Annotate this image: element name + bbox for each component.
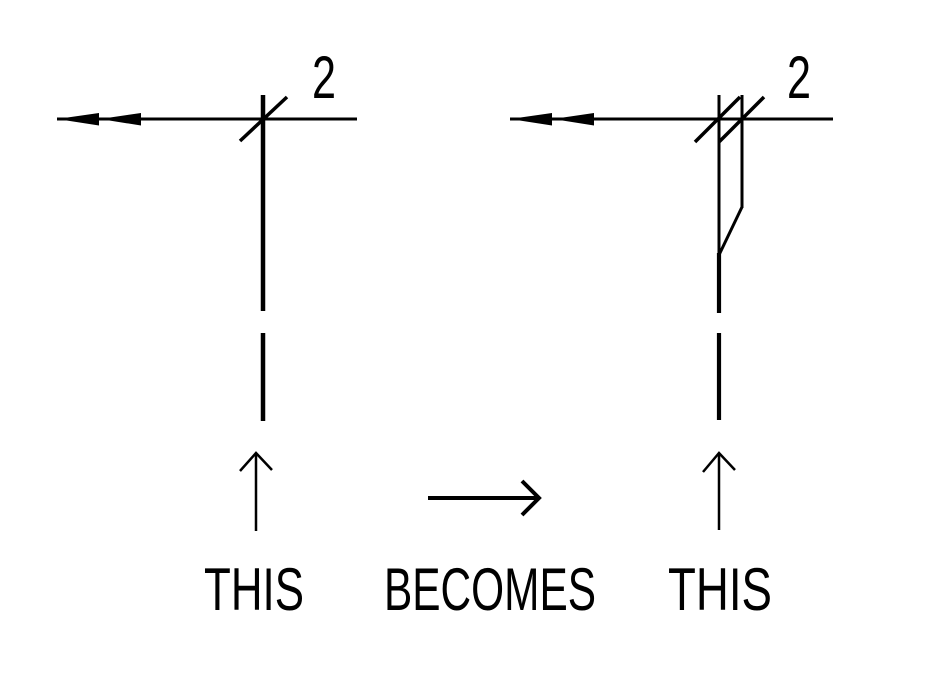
conductor-count-label: 2 bbox=[312, 44, 336, 111]
conductor-slash bbox=[238, 95, 289, 143]
caption-this-right: THIS bbox=[668, 556, 772, 623]
left-arrowhead-outer bbox=[57, 113, 99, 126]
after-diagram: 2 bbox=[510, 44, 833, 530]
pointer-arrowhead-icon bbox=[239, 451, 273, 472]
before-diagram: 2 bbox=[57, 44, 357, 531]
conductor-merge-diagonal bbox=[717, 206, 744, 256]
left-arrowhead-outer bbox=[510, 113, 552, 126]
conductor-slash-1 bbox=[693, 95, 742, 144]
caption-this-left: THIS bbox=[204, 556, 304, 623]
conductor-slash-2 bbox=[717, 95, 766, 144]
becomes-arrowhead-icon bbox=[520, 479, 542, 517]
left-arrowhead-inner bbox=[553, 113, 594, 126]
caption-becomes: BECOMES bbox=[384, 556, 596, 623]
pointer-arrowhead-icon bbox=[702, 451, 736, 473]
becomes-arrow bbox=[428, 479, 542, 517]
left-arrowhead-inner bbox=[100, 113, 141, 126]
conductor-count-label: 2 bbox=[787, 44, 811, 111]
caption-row: THIS BECOMES THIS bbox=[204, 556, 772, 623]
